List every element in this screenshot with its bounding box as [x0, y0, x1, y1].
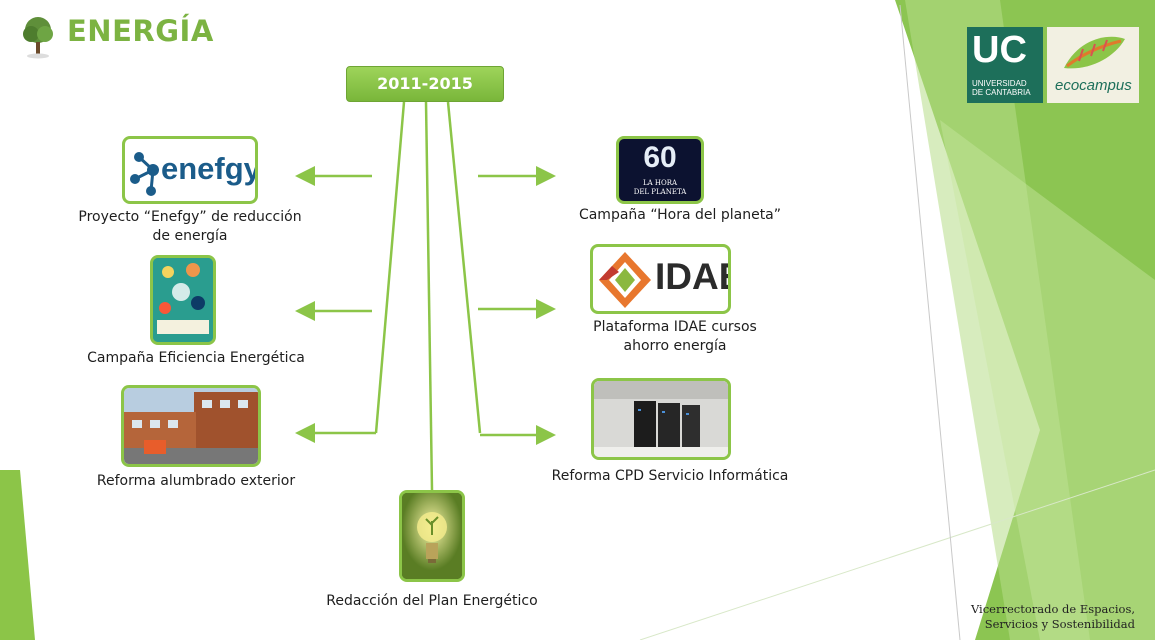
- caption-enefgy: Proyecto “Enefgy” de reducción de energí…: [40, 208, 340, 246]
- server-room-photo: [594, 381, 728, 457]
- light-bulb-thumbnail: [399, 490, 465, 582]
- caption-enefgy-line1: Proyecto “Enefgy” de reducción: [78, 209, 302, 225]
- caption-idae: Plataforma IDAE cursos ahorro energía: [525, 318, 825, 356]
- idae-diamond-icon: [599, 252, 651, 308]
- hora-planeta-text: LA HORA DEL PLANETA: [619, 179, 701, 197]
- ecocampus-logo: ecocampus: [1047, 27, 1139, 103]
- universidad-cantabria-logo: UC UNIVERSIDAD DE CANTABRIA: [967, 27, 1043, 103]
- leaf-icon: [1064, 36, 1125, 69]
- footer-line2: Servicios y Sostenibilidad: [984, 617, 1135, 631]
- campaign-poster-thumbnail: [150, 255, 216, 345]
- hora-planeta-text-line2: DEL PLANETA: [633, 188, 687, 196]
- caption-idae-line2: ahorro energía: [623, 338, 727, 354]
- hora-planeta-number: 60: [643, 141, 677, 174]
- building-photo: [124, 388, 258, 464]
- caption-alumbrado: Reforma alumbrado exterior: [96, 473, 296, 489]
- enefgy-logo-text: enefgy: [161, 151, 258, 186]
- caption-enefgy-line2: de energía: [152, 228, 228, 244]
- alumbrado-photo-thumbnail: [121, 385, 261, 467]
- idae-logo-text: IDAE: [655, 256, 728, 297]
- hora-planeta-logo-thumbnail: 60 LA HORA DEL PLANETA: [616, 136, 704, 204]
- uc-letters: UC: [972, 29, 1027, 71]
- poster-image: [153, 258, 213, 342]
- footer-vicerrectorado: Vicerrectorado de Espacios, Servicios y …: [920, 602, 1135, 632]
- ecocampus-text: ecocampus: [1055, 77, 1132, 94]
- caption-eficiencia: Campaña Eficiencia Energética: [87, 350, 305, 366]
- footer-line1: Vicerrectorado de Espacios,: [970, 602, 1135, 616]
- light-bulb-icon: [402, 493, 462, 579]
- cpd-photo-thumbnail: [591, 378, 731, 460]
- uc-name-line1: UNIVERSIDAD: [972, 79, 1027, 88]
- caption-cpd: Reforma CPD Servicio Informática: [551, 468, 789, 484]
- caption-hora-planeta: Campaña “Hora del planeta”: [578, 207, 782, 223]
- caption-plan-energetico: Redacción del Plan Energético: [326, 593, 538, 609]
- hora-planeta-text-line1: LA HORA: [642, 179, 678, 187]
- tree-icon: [23, 17, 53, 59]
- enefgy-molecule-icon: [130, 152, 159, 196]
- year-range-box: 2011-2015: [346, 66, 504, 102]
- enefgy-logo-thumbnail: enefgy: [122, 136, 258, 204]
- uc-name-line2: DE CANTABRIA: [972, 88, 1031, 97]
- page-title: ENERGÍA: [67, 14, 214, 48]
- idae-logo-thumbnail: IDAE: [590, 244, 731, 314]
- caption-idae-line1: Plataforma IDAE cursos: [593, 319, 757, 335]
